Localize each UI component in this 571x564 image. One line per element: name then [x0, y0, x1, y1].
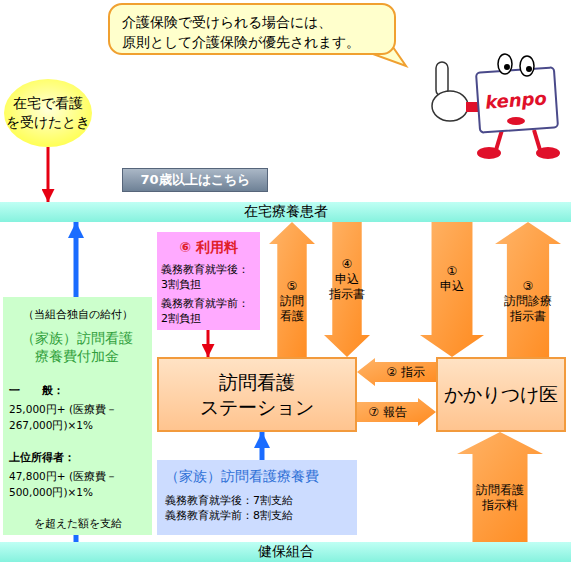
circle-outline	[4, 79, 92, 147]
block-arrow	[457, 432, 543, 542]
mascot-eye	[498, 54, 512, 74]
box-text: 在宅で看護 を受けたとき	[4, 94, 92, 132]
edge-label: ④ 申込 指示書	[329, 256, 366, 301]
mascot-mouth	[507, 117, 525, 125]
doctor-box: かかりつけ医	[436, 357, 566, 432]
box-text: （当組合独自の給付）	[9, 307, 146, 322]
circle-shape	[4, 79, 92, 147]
age-button: 70歳以上はこちら	[122, 168, 268, 192]
station-box: 訪問看護 ステーション	[157, 357, 357, 432]
fee-box: ⑥ 利用料義務教育就学後： 3割負担義務教育就学前： 2割負担	[157, 232, 260, 330]
box-text: （家族）訪問看護療養費	[165, 468, 349, 486]
flow-arrow	[260, 432, 265, 460]
box-text: 健保組合	[258, 543, 314, 561]
box-text: （家族）訪問看護療養費付加金	[20, 329, 135, 365]
block-arrow	[357, 398, 436, 426]
mascot-illustration	[432, 54, 560, 159]
box-text: を超えた額を支給	[9, 516, 146, 531]
box-text: 義務教育就学前： 2割負担	[161, 297, 256, 327]
mascot-logo-text: kenpo	[485, 87, 548, 112]
box-text: 47,800円+ (医療費－500,000円)×1%	[9, 469, 146, 501]
mascot-card	[476, 67, 558, 132]
box-text: かかりつけ医	[444, 382, 558, 407]
box-text: 70歳以上はこちら	[140, 171, 249, 189]
trigger-circle: 在宅で看護 を受けたとき	[4, 79, 92, 147]
block-arrow	[324, 222, 370, 357]
mascot-eye	[520, 56, 534, 76]
block-arrow	[357, 358, 436, 386]
mascot-pupil	[526, 66, 532, 72]
mascot-shoe	[477, 147, 501, 159]
mascot-hand	[432, 91, 468, 121]
box-text: 在宅療養患者	[244, 203, 328, 221]
flow-arrow	[47, 147, 50, 202]
mascot-leg	[534, 130, 540, 150]
box-text: ⑥ 利用料	[161, 239, 256, 257]
insurer-band: 健保組合	[0, 542, 571, 562]
box-text: 義務教育就学後：7割支給	[165, 493, 349, 508]
mascot-pupil	[504, 64, 510, 70]
block-arrow	[495, 222, 561, 357]
edge-label: ⑦ 報告	[368, 405, 407, 420]
mascot-leg	[496, 130, 502, 150]
box-text: 訪問看護 ステーション	[191, 370, 324, 419]
box-text: 25,000円+ (医療費－267,000円)×1%	[9, 402, 146, 434]
benefit-box: （当組合独自の給付） （家族）訪問看護療養費付加金一 般： 25,000円+ (医療…	[3, 297, 152, 535]
box-text: 義務教育就学前：8割支給	[165, 508, 349, 523]
flow-arrow	[207, 330, 210, 357]
edge-label: ① 申込	[438, 264, 466, 294]
box-text: 一 般：	[9, 383, 146, 398]
block-arrow	[269, 222, 315, 357]
box-text: 上位所得者：	[9, 450, 146, 465]
mascot-shoe	[536, 147, 560, 159]
edge-label: 訪問看護指示料	[475, 483, 525, 513]
patient-band: 在宅療養患者	[0, 202, 571, 222]
benefit-box: （家族）訪問看護療養費義務教育就学後：7割支給義務教育就学前：8割支給	[157, 460, 357, 535]
edge-label: ③ 訪問診療 指示書	[502, 278, 554, 323]
edge-label: ⑤ 訪問看護	[280, 278, 305, 323]
edge-label: ② 指示	[386, 365, 425, 380]
block-arrow	[420, 222, 484, 357]
speech-bubble: 介護保険で受けられる場合には、 原則として介護保険が優先されます。	[108, 3, 396, 55]
box-text: 介護保険で受けられる場合には、 原則として介護保険が優先されます。	[122, 12, 382, 53]
box-text: 義務教育就学後： 3割負担	[161, 263, 256, 293]
